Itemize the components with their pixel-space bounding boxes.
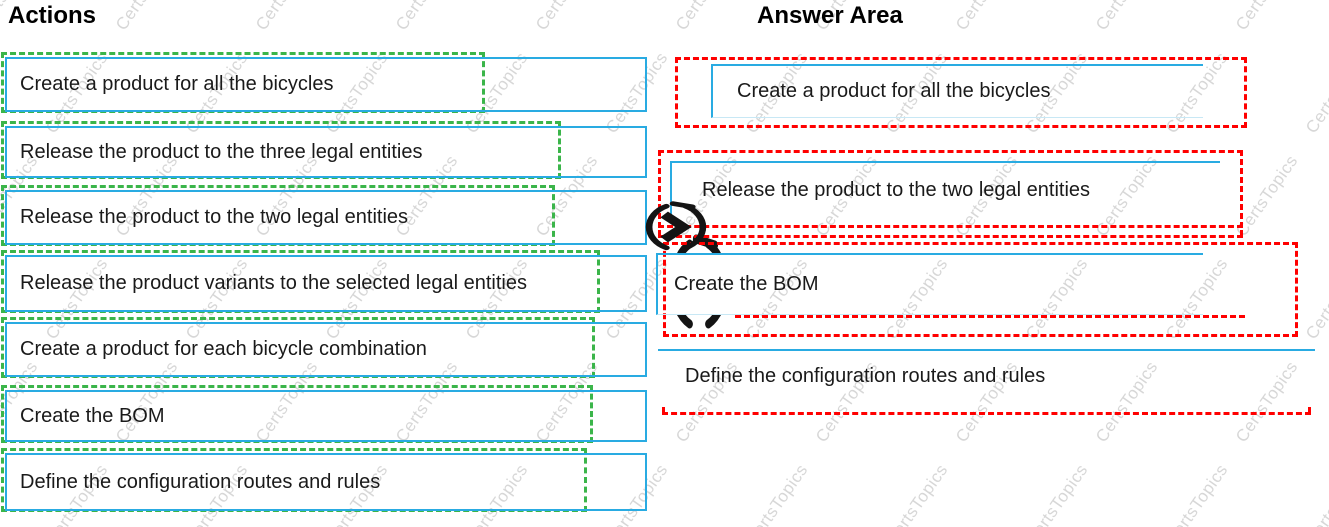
- watermark-text: CertsTopics: [1301, 254, 1329, 343]
- action-item-7[interactable]: Define the configuration routes and rule…: [5, 453, 647, 511]
- answer-item-3-background: [658, 255, 1201, 314]
- answer-item-label: Define the configuration routes and rule…: [685, 364, 1046, 387]
- answer-item-4-top-border: [658, 349, 1315, 351]
- answer-slot-2[interactable]: [658, 150, 1243, 228]
- answer-item-label: Release the product to the two legal ent…: [702, 179, 1091, 201]
- action-item-label: Release the product variants to the sele…: [20, 272, 527, 294]
- answer-slot-3[interactable]: [663, 242, 1298, 337]
- action-item-4[interactable]: Release the product variants to the sele…: [5, 255, 647, 312]
- answer-item-2[interactable]: Release the product to the two legal ent…: [670, 161, 1220, 218]
- action-item-1[interactable]: Create a product for all the bicycles: [5, 57, 647, 112]
- watermark-text: CertsTopics: [252, 0, 322, 34]
- watermark-text: CertsTopics: [952, 0, 1022, 34]
- watermark-text: CertsTopics: [881, 460, 952, 527]
- answer-slot-2-outer-outline: [658, 230, 1243, 238]
- action-item-label: Release the product to the three legal e…: [20, 140, 423, 163]
- answer-area-title: Answer Area: [757, 2, 903, 29]
- watermark-text: CertsTopics: [392, 0, 462, 34]
- watermark-text: CertsTopics: [741, 460, 812, 527]
- watermark-text: CertsTopics: [1232, 0, 1302, 34]
- action-item-6[interactable]: Create the BOM: [5, 390, 647, 442]
- answer-item-3[interactable]: Create the BOM: [656, 253, 1203, 315]
- watermark-text: CertsTopics: [1301, 48, 1329, 137]
- watermark-text: CertsTopics: [532, 0, 602, 34]
- watermark-text: CertsTopics: [1301, 460, 1329, 527]
- actions-title: Actions: [8, 2, 97, 29]
- answer-slot-4[interactable]: [662, 407, 1311, 415]
- watermark-text: CertsTopics: [1021, 460, 1092, 527]
- action-item-label: Create the BOM: [20, 404, 165, 427]
- action-item-label: Define the configuration routes and rule…: [20, 470, 381, 493]
- watermark-text: CertsTopics: [112, 0, 182, 34]
- answer-slot-1[interactable]: [675, 57, 1247, 128]
- answer-item-label: Create a product for all the bicycles: [737, 80, 1051, 102]
- action-item-5[interactable]: Create a product for each bicycle combin…: [5, 322, 647, 377]
- watermark-text: CertsTopics: [1092, 0, 1162, 34]
- circular-arrow-icon: [645, 201, 707, 251]
- action-item-label: Create a product for each bicycle combin…: [20, 338, 427, 360]
- watermark-text: CertsTopics: [672, 0, 742, 34]
- action-item-2[interactable]: Release the product to the three legal e…: [5, 126, 647, 178]
- answer-item-4[interactable]: Define the configuration routes and rule…: [658, 355, 1258, 397]
- answer-slot-3-inner-outline: [735, 310, 1245, 318]
- answer-item-label: Create the BOM: [674, 273, 819, 295]
- action-item-label: Create a product for all the bicycles: [20, 73, 334, 95]
- action-item-label: Release the product to the two legal ent…: [20, 206, 409, 228]
- action-item-3[interactable]: Release the product to the two legal ent…: [5, 190, 647, 245]
- watermark-text: CertsTopics: [1161, 460, 1232, 527]
- answer-item-1[interactable]: Create a product for all the bicycles: [711, 64, 1203, 118]
